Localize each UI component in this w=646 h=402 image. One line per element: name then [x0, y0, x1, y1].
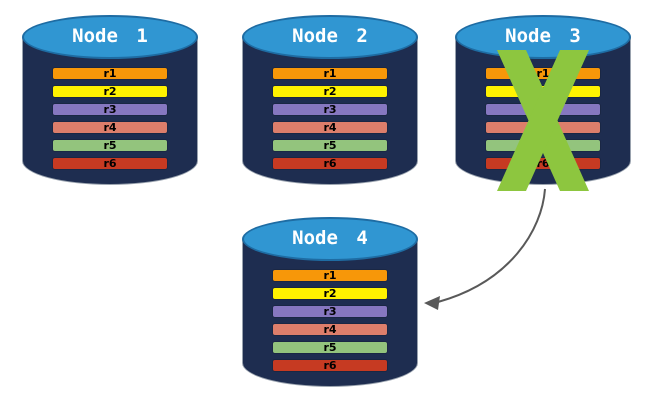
node-1-row-bar-r2: r2: [52, 85, 168, 98]
node-4-row-bar-r3: r3: [272, 305, 388, 318]
node-2-row-bar-r2: r2: [272, 85, 388, 98]
node-4-label: Node 4: [292, 227, 368, 249]
node-4-row-list: r1 r2 r3 r4 r5 r6: [272, 269, 388, 377]
node-1: Node 1 r1 r2 r3 r4 r5 r6: [22, 15, 198, 185]
node-4-row-bar-r5: r5: [272, 341, 388, 354]
node-4-row-bar-r4: r4: [272, 323, 388, 336]
node-3: Node 3 r1 r2 r3 r4 r5 r6: [455, 15, 631, 191]
arrow-curve: [437, 188, 546, 303]
node-2-label: Node 2: [292, 25, 368, 47]
node-1-row-bar-r5: r5: [52, 139, 168, 152]
row-label: r4: [323, 323, 337, 336]
row-label: r4: [323, 121, 337, 134]
row-label: r5: [103, 139, 117, 152]
node-3-cylinder-top-ellipse: [455, 15, 631, 59]
row-label: r6: [103, 157, 117, 170]
failure-x-icon: [497, 50, 589, 191]
row-label: r2: [103, 85, 117, 98]
row-label: r1: [536, 67, 550, 80]
node-4-row-bar-r2: r2: [272, 287, 388, 300]
row-label: r3: [323, 305, 337, 318]
row-label: r2: [323, 85, 337, 98]
node-4-cylinder-top-ellipse: [242, 217, 418, 261]
row-label: r1: [103, 67, 117, 80]
row-label: r4: [103, 121, 117, 134]
row-label: r2: [323, 287, 337, 300]
row-label: r1: [323, 269, 337, 282]
node-1-row-bar-r3: r3: [52, 103, 168, 116]
node-4-row-bar-r1: r1: [272, 269, 388, 282]
node-1-row-bar-r4: r4: [52, 121, 168, 134]
node-2-row-bar-r1: r1: [272, 67, 388, 80]
row-label: r6: [323, 359, 337, 372]
node-1-row-bar-r1: r1: [52, 67, 168, 80]
arrowhead-icon: [424, 296, 440, 310]
node-2-row-bar-r3: r3: [272, 103, 388, 116]
node-4-row-bar-r6: r6: [272, 359, 388, 372]
row-label: r1: [323, 67, 337, 80]
node-2-row-bar-r4: r4: [272, 121, 388, 134]
node-2-row-bar-r6: r6: [272, 157, 388, 170]
row-label: r6: [323, 157, 337, 170]
node-2-cylinder-top-ellipse: [242, 15, 418, 59]
node-4: Node 4 r1 r2 r3 r4 r5 r6: [242, 217, 418, 387]
node-1-row-bar-r6: r6: [52, 157, 168, 170]
node-2-row-bar-r5: r5: [272, 139, 388, 152]
row-label: r6: [536, 157, 550, 170]
node-2: Node 2 r1 r2 r3 r4 r5 r6: [242, 15, 418, 185]
node-2-row-list: r1 r2 r3 r4 r5 r6: [272, 67, 388, 175]
node-3-label: Node 3: [505, 25, 581, 47]
node-1-cylinder-top-ellipse: [22, 15, 198, 59]
node-1-row-list: r1 r2 r3 r4 r5 r6: [52, 67, 168, 175]
row-label: r5: [323, 139, 337, 152]
row-label: r3: [103, 103, 117, 116]
row-label: r5: [323, 341, 337, 354]
node-1-label: Node 1: [72, 25, 148, 47]
row-label: r3: [323, 103, 337, 116]
